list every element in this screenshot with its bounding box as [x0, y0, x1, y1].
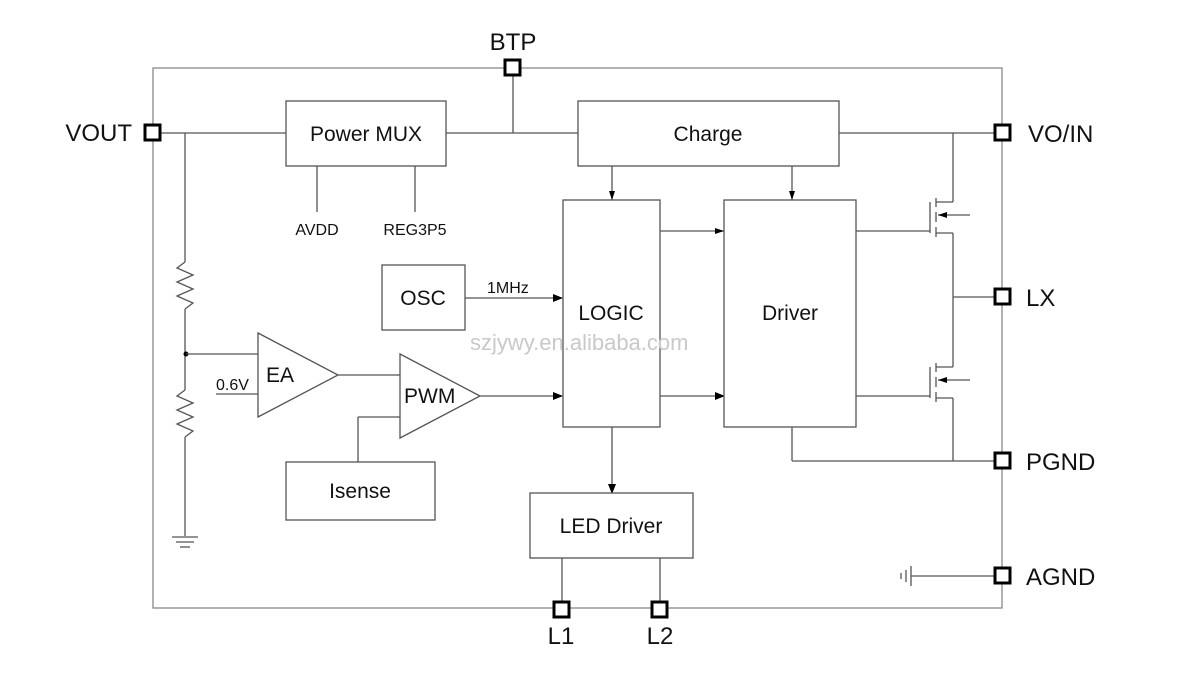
pin-agnd: AGND [993, 564, 1095, 591]
wiring [160, 75, 995, 602]
chip-outline [152, 67, 1003, 609]
charge-block: Charge [577, 100, 840, 167]
isense-label: Isense [329, 480, 391, 503]
pin-lx-label: LX [1026, 285, 1055, 312]
pin-lx: LX [993, 285, 1055, 312]
driver-label: Driver [762, 302, 818, 325]
pwm-comparator: PWM [399, 352, 482, 440]
isense-block: Isense [285, 461, 436, 521]
logic-label: LOGIC [578, 302, 643, 325]
pwm-label: PWM [404, 385, 455, 408]
pin-btp-label: BTP [490, 29, 537, 56]
pin-l1-label: L1 [548, 623, 575, 650]
led-driver-label: LED Driver [560, 515, 663, 538]
pin-vout-label: VOUT [65, 120, 132, 147]
logic-block: LOGIC [562, 199, 661, 428]
pin-vout: VOUT [65, 120, 162, 147]
ea-label: EA [266, 364, 294, 387]
pin-btp: BTP [490, 29, 537, 77]
pin-pgnd: PGND [993, 449, 1095, 476]
charge-label: Charge [674, 123, 743, 146]
pin-vo-in: VO/IN [993, 121, 1093, 148]
power-mux-block: Power MUX [285, 100, 447, 167]
vref-label: 0.6V [216, 377, 249, 394]
pin-l2-label: L2 [647, 623, 674, 650]
osc-block: OSC [381, 264, 466, 331]
watermark: szjywy.en.alibaba.com [470, 330, 688, 355]
power-mux-label: Power MUX [310, 123, 422, 146]
pin-l2: L2 [647, 600, 674, 650]
low-side-mosfet [929, 361, 970, 409]
led-driver-block: LED Driver [529, 492, 694, 559]
reg3p5-label: REG3P5 [383, 222, 446, 239]
pin-agnd-label: AGND [1026, 564, 1095, 591]
avdd-label: AVDD [295, 222, 338, 239]
driver-block: Driver [723, 199, 857, 428]
pin-l1: L1 [548, 600, 575, 650]
pin-pgnd-label: PGND [1026, 449, 1095, 476]
clock-label: 1MHz [487, 280, 529, 297]
pin-vo-in-label: VO/IN [1028, 121, 1093, 148]
osc-label: OSC [400, 287, 446, 310]
ea-amplifier: EA [257, 331, 340, 419]
high-side-mosfet [929, 193, 970, 242]
